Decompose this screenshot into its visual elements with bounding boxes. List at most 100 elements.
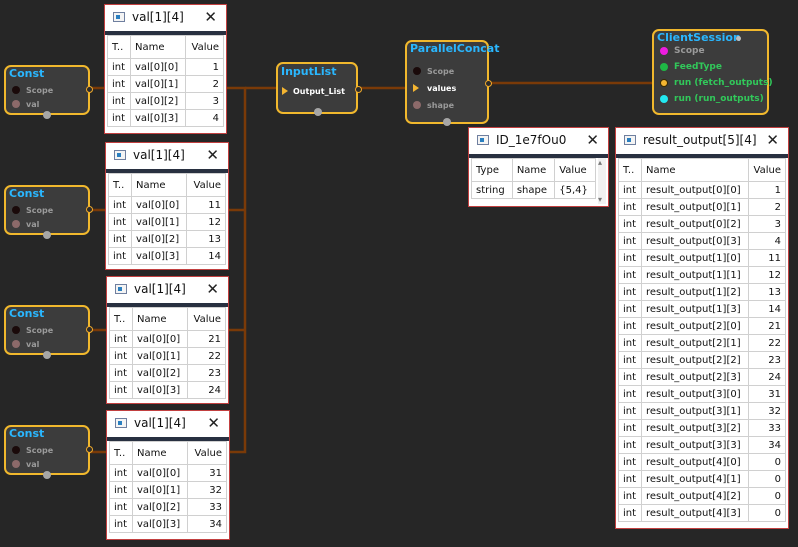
val-pin-dot[interactable] xyxy=(12,460,20,468)
column-header[interactable]: T.. xyxy=(108,173,132,197)
val-pin-dot[interactable] xyxy=(12,220,20,228)
window-header[interactable]: result_output[5][4] ✕ xyxy=(616,128,788,154)
val-pin-dot[interactable] xyxy=(12,100,20,108)
parallelconcat-node[interactable]: ParallelConcat Scope values shape xyxy=(405,40,499,126)
close-icon[interactable]: ✕ xyxy=(207,414,220,432)
window-header[interactable]: val[1][4] ✕ xyxy=(107,411,229,437)
output-port[interactable] xyxy=(86,326,93,333)
feedtype-pin-dot[interactable] xyxy=(660,63,668,71)
inputlist-node[interactable]: InputList Output_List xyxy=(276,62,362,116)
const-node[interactable]: Const Scope val xyxy=(4,305,93,359)
node-handle[interactable] xyxy=(43,471,51,479)
window-header[interactable]: val[1][4] ✕ xyxy=(106,143,228,169)
column-header[interactable]: Name xyxy=(511,158,556,182)
node-handle[interactable] xyxy=(443,118,451,126)
column-header[interactable]: Name xyxy=(130,173,188,197)
scope-pin-dot[interactable] xyxy=(413,67,421,75)
column-header[interactable]: Value xyxy=(187,441,227,465)
output-port[interactable] xyxy=(355,86,362,93)
close-icon[interactable]: ✕ xyxy=(586,131,599,149)
scope-pin-dot[interactable] xyxy=(660,47,668,55)
scope-pin-dot[interactable] xyxy=(12,326,20,334)
column-header[interactable]: Name xyxy=(132,307,188,331)
run-outputs-pin-dot[interactable] xyxy=(660,95,668,103)
window-header[interactable]: ID_1e7fOu0 ✕ xyxy=(469,128,608,154)
column-header[interactable]: T.. xyxy=(618,158,642,182)
column-header[interactable]: Value xyxy=(554,158,596,182)
scope-pin-dot[interactable] xyxy=(12,446,20,454)
output-port[interactable] xyxy=(485,80,492,87)
close-icon[interactable]: ✕ xyxy=(204,8,217,26)
output-port[interactable] xyxy=(86,86,93,93)
input-port[interactable] xyxy=(282,87,288,95)
close-icon[interactable]: ✕ xyxy=(766,131,779,149)
output-port[interactable] xyxy=(86,206,93,213)
column-header[interactable]: Name xyxy=(131,441,189,465)
column-header[interactable]: T.. xyxy=(109,441,133,465)
scope-pin-dot[interactable] xyxy=(12,86,20,94)
window-header[interactable]: val[1][4] ✕ xyxy=(107,277,228,303)
window-header[interactable]: val[1][4] ✕ xyxy=(105,5,226,31)
node-handle[interactable] xyxy=(43,111,51,119)
node-handle[interactable] xyxy=(43,231,51,239)
close-icon[interactable]: ✕ xyxy=(206,146,219,164)
scope-pin-dot[interactable] xyxy=(12,206,20,214)
column-header[interactable]: Name xyxy=(130,35,186,59)
column-header[interactable]: Value xyxy=(186,173,226,197)
const-node[interactable]: Const Scope val xyxy=(4,425,93,479)
column-header[interactable]: Name xyxy=(641,158,749,182)
column-header[interactable]: Value xyxy=(184,35,225,59)
val-pin-dot[interactable] xyxy=(12,340,20,348)
node-handle[interactable] xyxy=(314,108,322,116)
column-header[interactable]: T.. xyxy=(109,307,133,331)
fetch-outputs-pin-dot[interactable] xyxy=(660,79,668,87)
scrollbar[interactable] xyxy=(598,158,606,204)
const-node[interactable]: Const Scope val xyxy=(4,185,93,239)
shape-pin-dot[interactable] xyxy=(413,101,421,109)
output-port[interactable] xyxy=(86,446,93,453)
close-icon[interactable]: ✕ xyxy=(206,280,219,298)
column-header[interactable]: T.. xyxy=(107,35,131,59)
